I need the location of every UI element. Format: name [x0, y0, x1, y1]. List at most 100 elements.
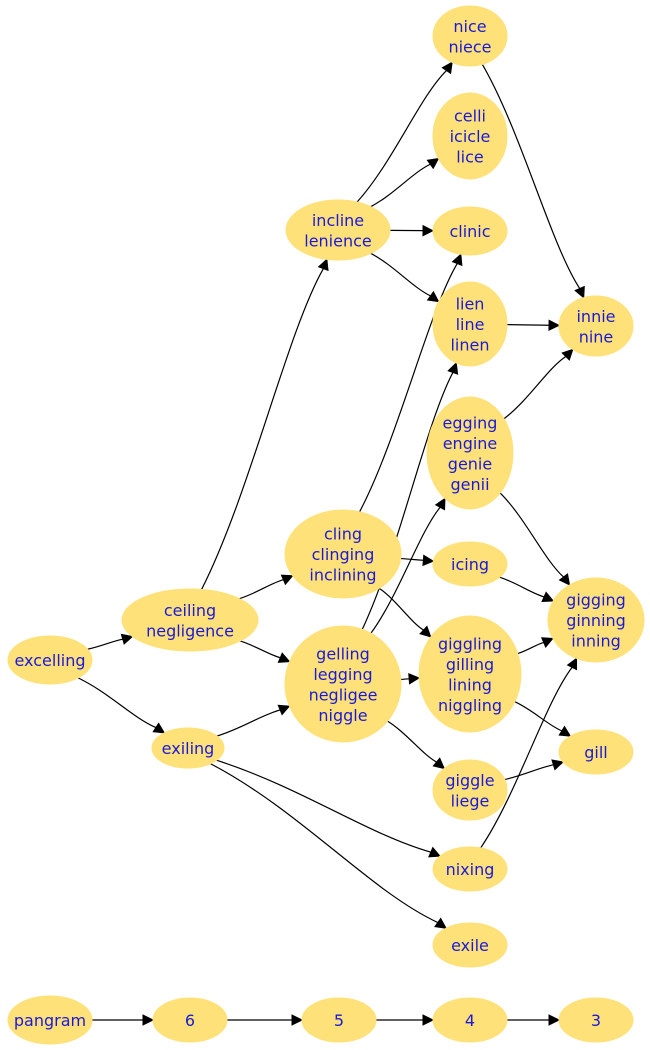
node-label: lien: [456, 295, 485, 314]
node-label: excelling: [14, 651, 85, 670]
edge-cling-to-icing: [400, 554, 435, 567]
node-ellipse: [151, 727, 225, 769]
node-ellipse: [547, 577, 645, 663]
node-label: nice: [453, 17, 486, 36]
edge-line: [480, 666, 573, 849]
edge-line: [239, 579, 284, 600]
node-label: linen: [450, 336, 489, 355]
edge-gelling-to-lien: [361, 361, 459, 630]
node-ellipse: [432, 206, 508, 256]
arrowhead: [574, 285, 585, 299]
arrowhead: [422, 1014, 435, 1026]
node-exiling: exiling: [151, 727, 225, 769]
arrowhead: [441, 61, 453, 75]
node-label: pangram: [14, 1011, 86, 1030]
edge-incline-to-clinic: [389, 224, 435, 237]
node-ellipse: [301, 997, 377, 1043]
edge-pangram-to-n6: [92, 1014, 155, 1026]
node-label: 4: [465, 1011, 475, 1030]
node-label: innie: [576, 307, 615, 326]
nodes-layer: excellingceilingnegligenceexilingincline…: [7, 5, 645, 1045]
arrowhead: [280, 574, 294, 586]
arrowhead: [428, 846, 442, 858]
node-gill: gill: [558, 729, 634, 775]
node-pangram: pangram: [7, 995, 93, 1045]
node-ellipse: [284, 625, 402, 743]
node-ellipse: [432, 922, 508, 968]
node-ellipse: [285, 199, 391, 261]
arrowhead: [277, 704, 291, 716]
edges-layer: [77, 61, 585, 1026]
edge-line: [361, 372, 454, 630]
edge-exiling-to-exile: [210, 763, 447, 929]
arrowhead: [548, 319, 561, 332]
arrowhead: [540, 637, 554, 648]
arrowhead: [432, 757, 446, 770]
edge-giggling-to-gill: [514, 701, 572, 737]
node-label: ginning: [566, 611, 626, 630]
edge-gelling-to-giggling: [400, 673, 421, 685]
edge-lien-to-innie: [506, 319, 561, 332]
node-label: 3: [591, 1011, 601, 1030]
node-ellipse: [152, 997, 228, 1043]
edge-giggling-to-gigging: [517, 637, 554, 655]
node-label: clinging: [312, 545, 375, 564]
edge-egging-to-innie: [503, 348, 574, 420]
arrowhead: [426, 290, 440, 303]
arrowhead: [426, 157, 440, 170]
node-ellipse: [558, 729, 634, 775]
node-label: icing: [451, 555, 489, 574]
edge-line: [359, 263, 458, 513]
edge-ceiling-to-gelling: [239, 640, 291, 663]
node-ellipse: [432, 5, 508, 67]
node-ellipse: [7, 635, 93, 685]
edge-excelling-to-ceiling: [87, 633, 134, 650]
edge-line: [499, 492, 564, 578]
node-ellipse: [432, 846, 508, 892]
arrowhead: [142, 1014, 155, 1026]
node-icing: icing: [432, 541, 508, 587]
node-ellipse: [418, 615, 522, 733]
node-ellipse: [558, 295, 634, 357]
node-label: exile: [451, 936, 489, 955]
arrowhead: [422, 224, 435, 237]
node-ellipse: [432, 541, 508, 587]
edge-line: [378, 587, 424, 631]
node-clinic: clinic: [432, 206, 508, 256]
node-label: gelling: [316, 644, 370, 663]
node-label: incline: [312, 211, 364, 230]
edge-ceiling-to-cling: [239, 574, 294, 600]
node-label: legging: [313, 665, 372, 684]
edge-line: [87, 638, 123, 650]
edge-line: [370, 163, 431, 208]
arrowhead: [120, 633, 134, 645]
edge-n6-to-n5: [227, 1014, 304, 1026]
node-ellipse: [121, 588, 259, 652]
node-label: inning: [571, 632, 620, 651]
node-ellipse: [284, 509, 402, 599]
edge-excelling-to-exiling: [77, 677, 166, 734]
edge-line: [499, 576, 545, 598]
node-label: egging: [443, 413, 498, 432]
node-label: lining: [448, 675, 492, 694]
arrowhead: [561, 348, 574, 361]
arrowhead: [434, 917, 447, 929]
edge-cling-to-giggling: [378, 587, 432, 638]
node-label: nixing: [446, 860, 495, 879]
arrowhead: [447, 361, 459, 375]
edge-n5-to-n4: [376, 1014, 435, 1026]
node-label: genii: [450, 475, 489, 494]
edge-incline-to-nice: [356, 61, 453, 203]
node-n4: 4: [432, 997, 508, 1043]
edge-line: [239, 640, 281, 659]
node-ellipse: [432, 92, 508, 180]
edge-line: [506, 323, 550, 326]
node-label: liege: [451, 791, 490, 810]
edge-giggle-to-gill: [504, 759, 565, 781]
